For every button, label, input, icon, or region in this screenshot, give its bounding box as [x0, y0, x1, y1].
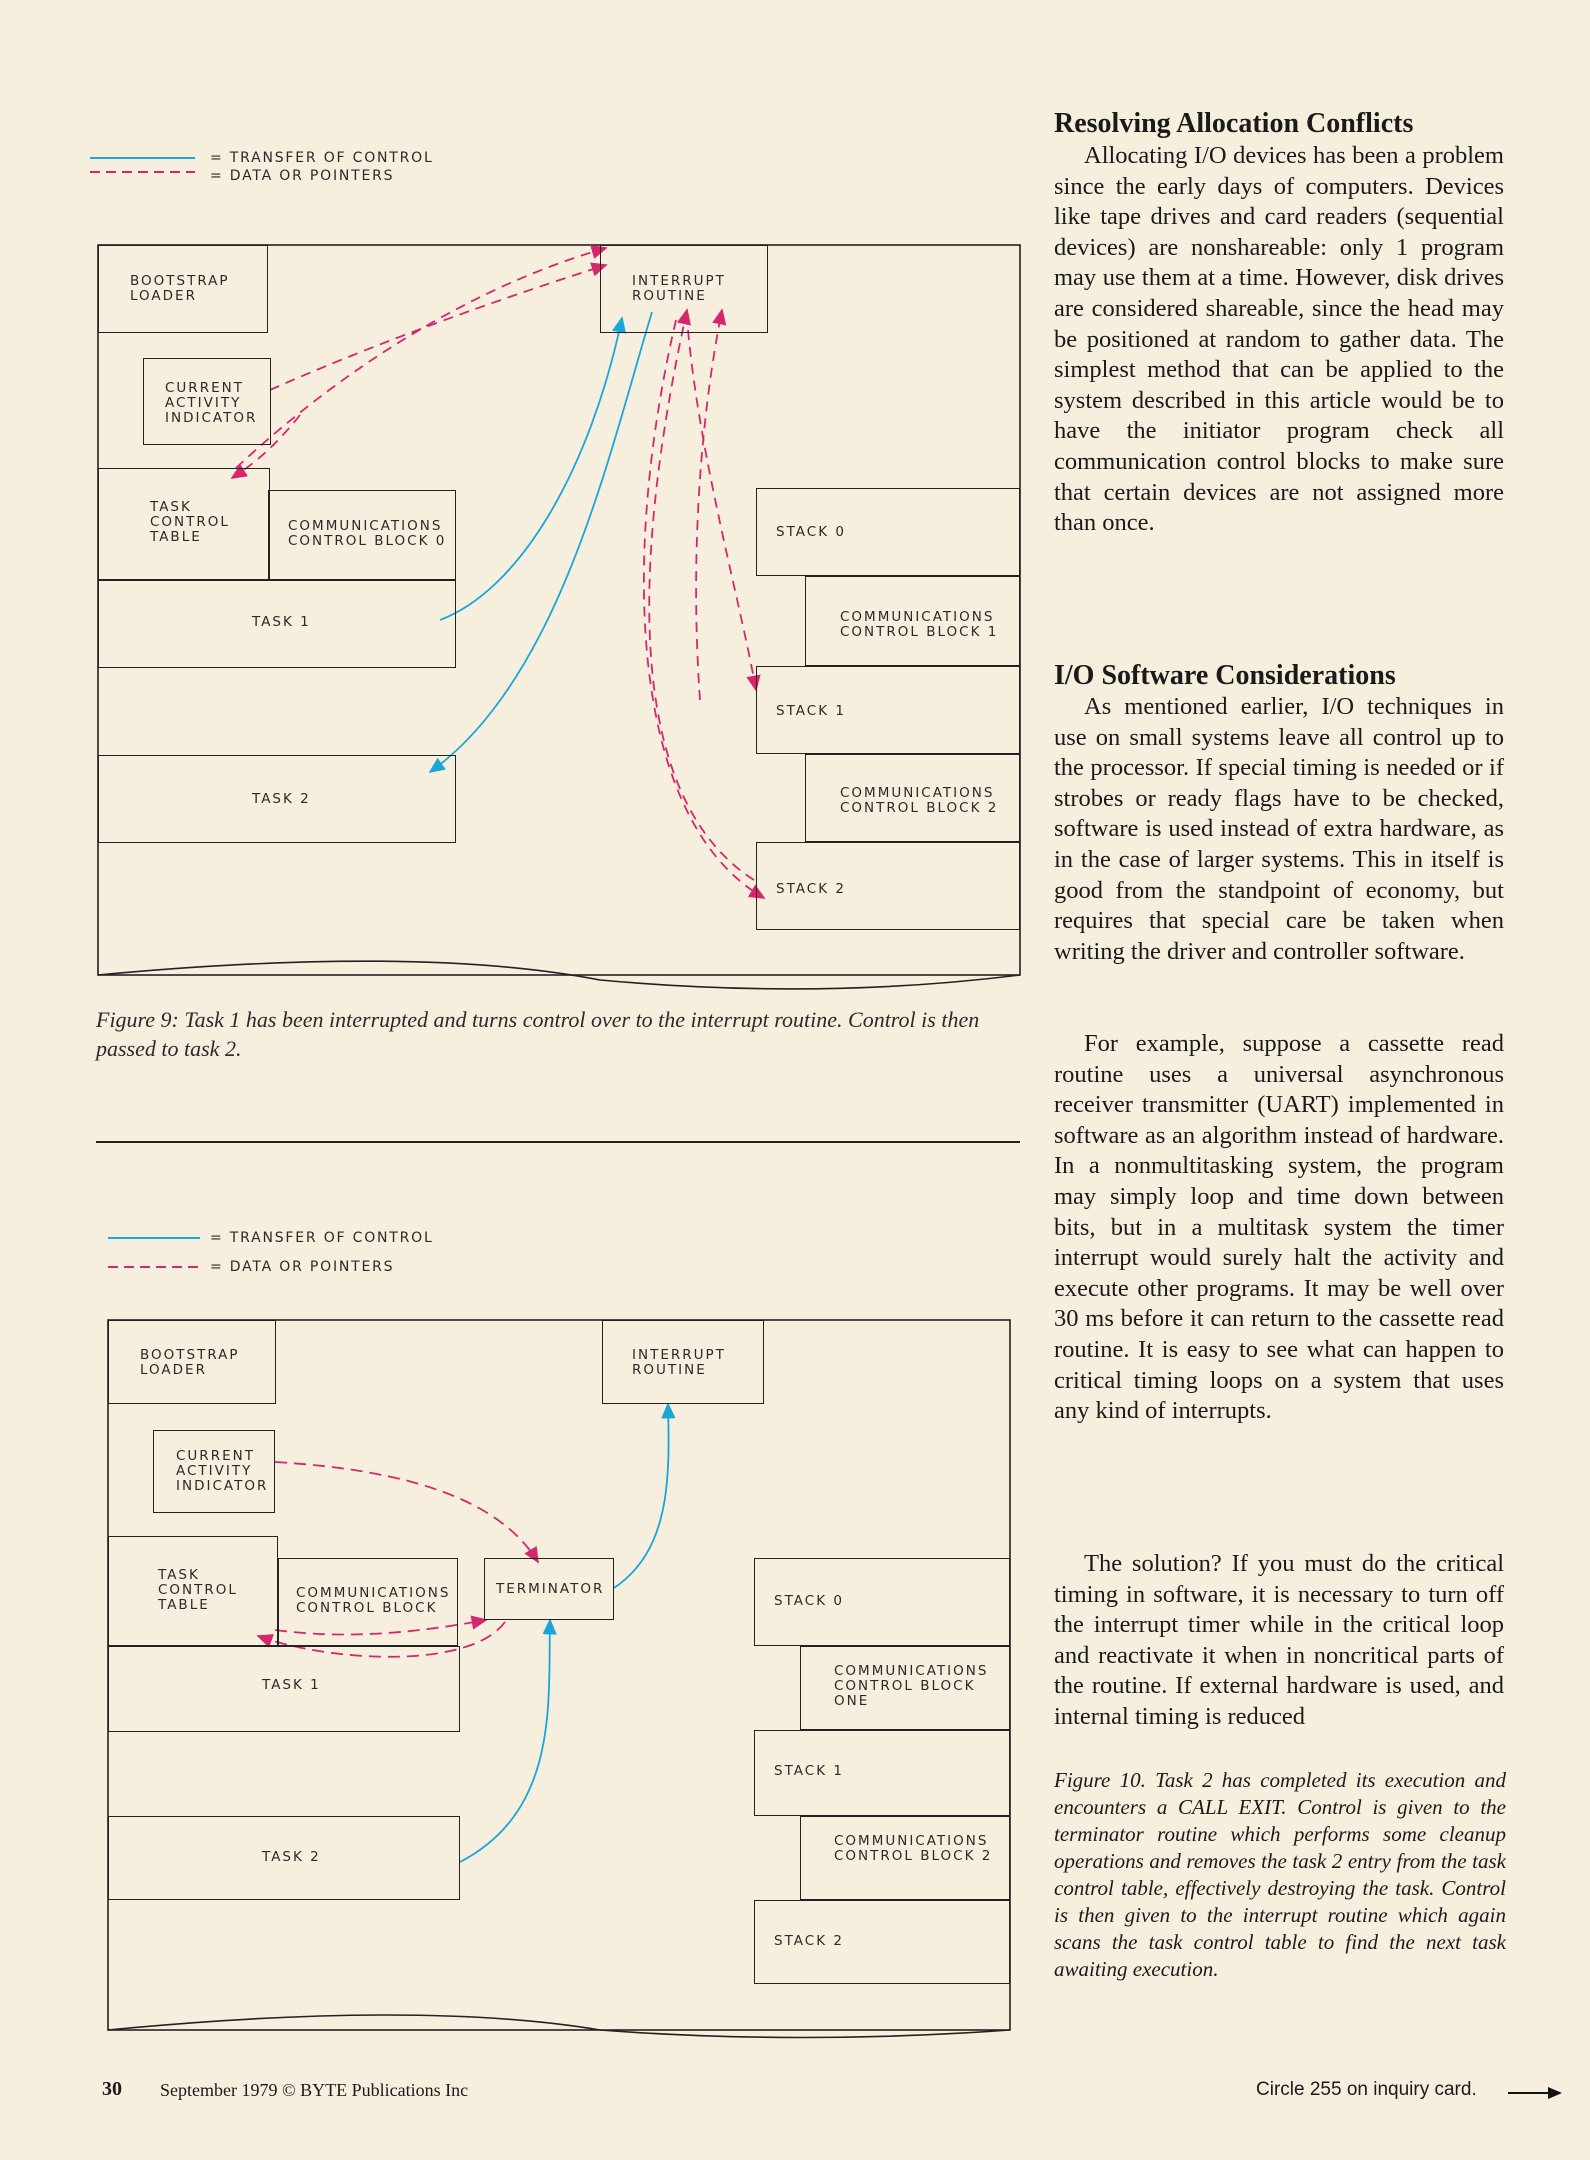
fig9-wavy-bottom: [97, 960, 1021, 990]
footer-arrow-icon: [1508, 2087, 1562, 2099]
fig10-terminator-label: TERMINATOR: [496, 1581, 605, 1597]
fig9-stack2-label: STACK 2: [776, 881, 846, 897]
fig9-stack0-label: STACK 0: [776, 524, 846, 540]
fig10-stack0-box: [754, 1558, 1010, 1646]
fig10-stack2-label: STACK 2: [774, 1933, 844, 1949]
fig9-stack2-box: [756, 842, 1020, 930]
fig9-legend-data: = DATA OR POINTERS: [210, 168, 395, 184]
fig9-ccb0-box: [268, 490, 456, 580]
fig9-taskcontrol-box: [98, 468, 270, 580]
fig9-bootstrap-box: [98, 245, 268, 333]
fig10-task1-box: [108, 1646, 460, 1732]
page-number: 30: [102, 2078, 122, 2100]
paragraph-allocation: Allocating I/O devices has been a proble…: [1054, 142, 1504, 537]
fig10-stack1-label: STACK 1: [774, 1763, 844, 1779]
fig9-data-interrupt-stack2: [643, 319, 766, 899]
fig9-current-box: [143, 358, 271, 445]
fig9-ccb2-label: COMMUNICATIONS CONTROL BLOCK 2: [840, 785, 999, 816]
fig9-legend-transfer: = TRANSFER OF CONTROL: [210, 150, 434, 166]
fig10-ccb-box: [278, 1558, 458, 1646]
fig10-ccb-label: COMMUNICATIONS CONTROL BLOCK: [296, 1585, 451, 1616]
fig10-bootstrap-label: BOOTSTRAP LOADER: [140, 1347, 240, 1378]
fig9-data-bootstrap-interrupt: [235, 245, 608, 469]
figure-divider: [96, 1141, 1020, 1143]
fig10-arrow-terminator-interrupt: [613, 1402, 676, 1589]
fig10-stack2-box: [754, 1900, 1010, 1984]
figure9-diagram: [90, 157, 1021, 990]
fig10-ccbone-box: [800, 1646, 1010, 1730]
fig10-data-current-terminator: [274, 1461, 539, 1564]
fig9-ccb1-box: [805, 576, 1020, 666]
fig10-bootstrap-box: [108, 1320, 276, 1404]
fig10-current-label: CURRENT ACTIVITY INDICATOR: [176, 1448, 269, 1494]
fig9-caption: Figure 9: Task 1 has been interrupted an…: [96, 1007, 980, 1061]
heading-io-software: I/O Software Considerations: [1054, 660, 1396, 691]
fig10-terminator-box: [484, 1558, 614, 1620]
fig9-data-to-taskcontrol: [230, 414, 301, 479]
fig9-current-label: CURRENT ACTIVITY INDICATOR: [165, 380, 258, 426]
fig9-data-stack2-interrupt2: [695, 308, 727, 701]
heading-resolving-allocation: Resolving Allocation Conflicts: [1054, 108, 1414, 139]
fig10-stack0-label: STACK 0: [774, 1593, 844, 1609]
fig10-taskcontrol-box: [108, 1536, 278, 1646]
fig10-data-taskcontrol-terminator: [274, 1615, 488, 1636]
fig9-stack1-box: [756, 666, 1020, 754]
fig9-interrupt-box: [600, 245, 768, 333]
fig9-taskcontrol-label: TASK CONTROL TABLE: [150, 499, 230, 545]
fig9-data-interrupt-stack1: [687, 329, 761, 692]
fig10-current-box: [153, 1430, 275, 1513]
fig10-ccb2-box: [800, 1816, 1010, 1900]
paragraph-cassette-example: For example, suppose a cassette read rou…: [1054, 1030, 1504, 1425]
fig9-data-current-interrupt: [269, 262, 608, 391]
footer-date-publisher: September 1979 © BYTE Publications Inc: [160, 2080, 469, 2100]
paragraph-io-techniques: As mentioned earlier, I/O techniques in …: [1054, 693, 1504, 965]
fig10-ccb2-label: COMMUNICATIONS CONTROL BLOCK 2: [834, 1833, 993, 1864]
fig9-stack0-box: [756, 488, 1020, 576]
fig10-interrupt-box: [602, 1320, 764, 1404]
fig9-ccb0-label: COMMUNICATIONS CONTROL BLOCK 0: [288, 518, 447, 549]
fig10-arrow-task2-terminator: [459, 1618, 557, 1863]
fig9-ccb1-label: COMMUNICATIONS CONTROL BLOCK 1: [840, 609, 999, 640]
fig9-arrow-interrupt-to-task2: [428, 311, 653, 774]
footer-inquiry-text: Circle 255 on inquiry card.: [1256, 2079, 1477, 2100]
fig9-data-stack2-interrupt: [648, 308, 755, 881]
fig9-task1-label: TASK 1: [252, 614, 311, 630]
fig9-arrow-task1-to-interrupt: [439, 316, 627, 621]
fig10-data-terminator-taskcontrol: [256, 1621, 506, 1658]
fig10-task1-label: TASK 1: [262, 1677, 321, 1693]
fig9-task2-label: TASK 2: [252, 791, 311, 807]
fig9-interrupt-label: INTERRUPT ROUTINE: [632, 273, 726, 304]
fig10-interrupt-label: INTERRUPT ROUTINE: [632, 1347, 726, 1378]
fig9-bootstrap-label: BOOTSTRAP LOADER: [130, 273, 230, 304]
fig10-ccbone-label: COMMUNICATIONS CONTROL BLOCK ONE: [834, 1663, 989, 1709]
fig10-wavy-bottom: [107, 2014, 1011, 2039]
fig10-taskcontrol-label: TASK CONTROL TABLE: [158, 1567, 238, 1613]
fig9-stack1-label: STACK 1: [776, 703, 846, 719]
fig10-caption: Figure 10. Task 2 has completed its exec…: [1054, 1768, 1506, 1981]
fig10-legend-data: = DATA OR POINTERS: [210, 1259, 395, 1275]
fig9-task2-box: [98, 755, 456, 843]
fig10-task2-label: TASK 2: [262, 1849, 321, 1865]
fig10-stack1-box: [754, 1730, 1010, 1816]
paragraph-solution: The solution? If you must do the critica…: [1054, 1550, 1504, 1730]
fig9-task1-box: [98, 580, 456, 668]
fig10-task2-box: [108, 1816, 460, 1900]
fig9-ccb2-box: [805, 754, 1020, 842]
fig10-legend-transfer: = TRANSFER OF CONTROL: [210, 1230, 434, 1246]
